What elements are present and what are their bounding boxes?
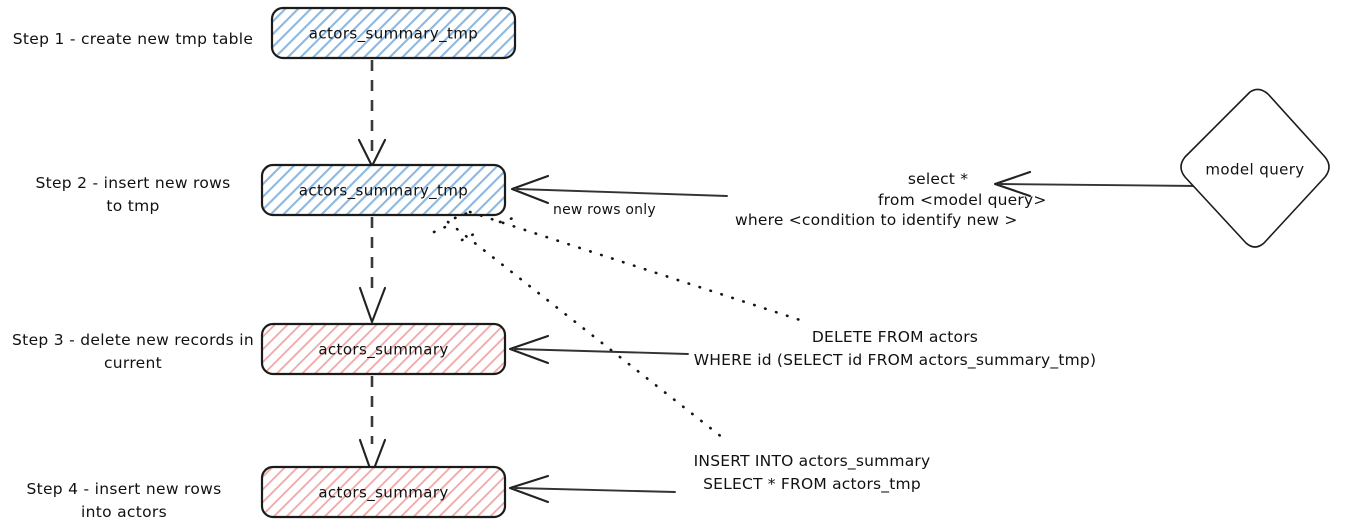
dotted-leader-delete [453,210,802,322]
step-3-label-line1: Step 3 - delete new records in [12,331,254,349]
delete-sql-line2: WHERE id (SELECT id FROM actors_summary_… [694,351,1096,370]
table-box-blue-1-label: actors_summary_tmp [309,25,478,44]
table-box-blue-2[interactable] [260,163,507,217]
step-3-label-line2: current [104,354,162,372]
step-2-group: Step 2 - insert new rows to tmp actors_s… [35,163,507,217]
model-query-sql-line2: from <model query> [878,191,1047,209]
edge-insert-to-step4 [508,474,676,504]
model-query-sql-line3: where <condition to identify new > [735,211,1018,229]
edge-step3-to-step4 [358,376,387,476]
step-2-label-line1: Step 2 - insert new rows [35,174,230,192]
model-query-sql-line1: select * [908,170,968,188]
edge-modelquery-to-step2: new rows only [510,174,728,218]
step-4-label-line1: Step 4 - insert new rows [26,480,221,498]
table-box-blue-2-label: actors_summary_tmp [299,182,468,201]
annotation-model-query-sql: select * from <model query> where <condi… [735,170,1047,229]
delete-sql-line1: DELETE FROM actors [812,328,978,346]
step-1-group: Step 1 - create new tmp table actors_sum… [13,6,517,60]
diamond-shape[interactable] [1180,88,1330,248]
annotation-insert-sql: INSERT INTO actors_summary SELECT * FROM… [694,452,931,494]
insert-sql-line2: SELECT * FROM actors_tmp [703,475,921,494]
edge-label-new-rows-only: new rows only [553,202,656,218]
edge-step1-to-step2 [357,60,387,168]
table-box-red-1[interactable] [260,322,507,376]
edge-diamond-to-sql [993,170,1199,198]
step-2-label-line2: to tmp [106,197,159,215]
node-actors-summary-step4[interactable]: actors_summary [260,465,507,519]
dotted-leader-insert [432,220,725,440]
node-actors-summary-tmp-step1[interactable]: actors_summary_tmp [270,6,517,60]
table-box-red-2[interactable] [260,465,507,519]
table-box-red-2-label: actors_summary [318,484,448,503]
table-box-red-1-label: actors_summary [318,341,448,360]
edge-step2-to-step3 [358,217,387,324]
model-query-label: model query [1205,161,1304,179]
annotation-delete-sql: DELETE FROM actors WHERE id (SELECT id F… [694,328,1096,370]
node-actors-summary-tmp-step2[interactable]: actors_summary_tmp [260,163,507,217]
table-box-blue-1[interactable] [270,6,517,60]
step-3-group: Step 3 - delete new records in current a… [12,322,507,376]
step-4-group: Step 4 - insert new rows into actors act… [26,465,507,521]
insert-sql-line1: INSERT INTO actors_summary [694,452,931,471]
edge-delete-to-step3 [508,334,689,365]
node-model-query[interactable]: model query [1180,88,1330,248]
node-actors-summary-step3[interactable]: actors_summary [260,322,507,376]
step-4-label-line2: into actors [81,503,167,521]
step-1-label-line1: Step 1 - create new tmp table [13,30,254,48]
